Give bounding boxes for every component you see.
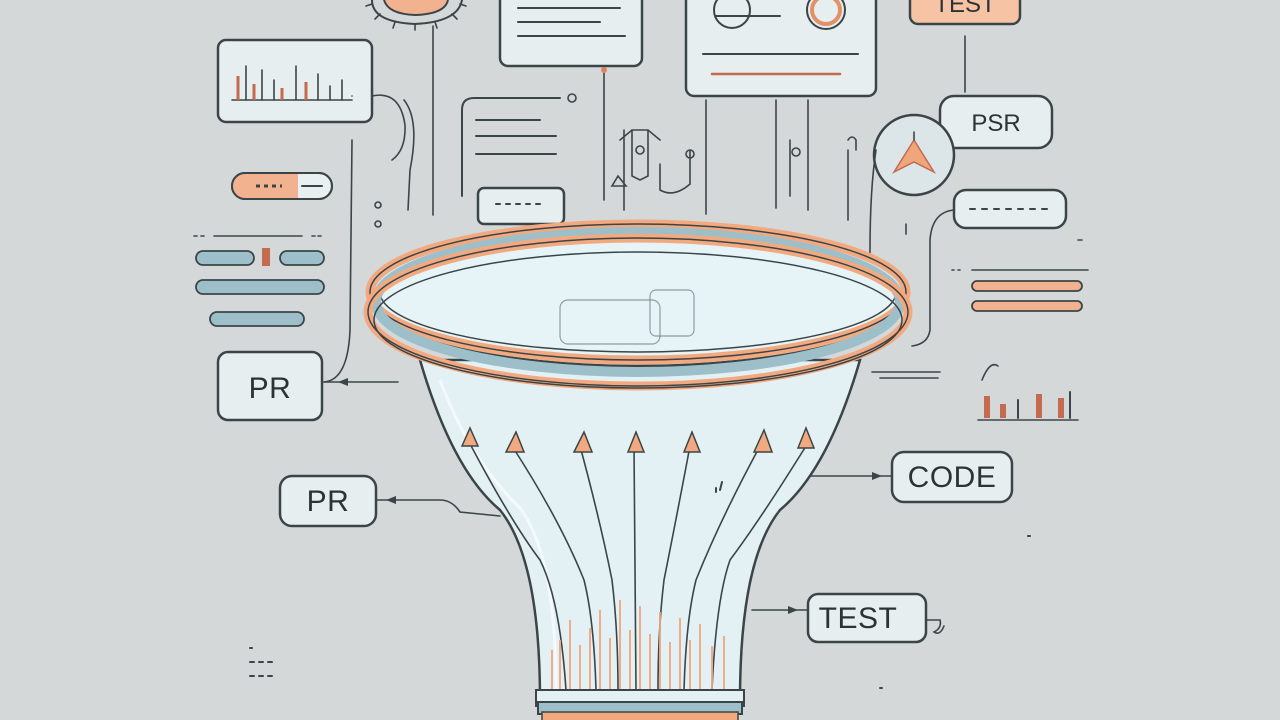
pr-lower-label: PR — [307, 485, 350, 518]
progress-pill — [231, 172, 333, 200]
list-bars-left — [193, 235, 325, 327]
bar-chart-card — [216, 38, 374, 124]
list-bars-right — [951, 269, 1089, 312]
pr-upper-label: PR — [249, 372, 292, 405]
gear-icon — [365, 0, 467, 31]
code-box: CODE — [890, 450, 1014, 504]
bar-chart-icon — [231, 65, 353, 101]
document-icon — [498, 0, 644, 68]
dots-bottom-left — [249, 647, 277, 677]
dashed-pill-right — [952, 188, 1068, 230]
test-tag-top: TEST — [908, 0, 1022, 26]
funnel-icon — [363, 219, 913, 720]
mini-chart-right — [977, 363, 1079, 421]
test-top-label: TEST — [934, 0, 996, 18]
test-box: TEST — [806, 592, 928, 644]
small-funnel-icon — [610, 129, 695, 194]
settings-card — [684, 0, 878, 98]
code-label: CODE — [908, 461, 997, 494]
list-card-center — [461, 97, 566, 226]
test-bottom-label: TEST — [819, 602, 898, 635]
psr-label: PSR — [938, 94, 1054, 150]
pr-box-lower: PR — [278, 474, 378, 528]
pr-box-upper: PR — [216, 350, 324, 422]
arrow-up-icon — [872, 113, 956, 197]
psr-label-text: PSR — [971, 110, 1020, 137]
